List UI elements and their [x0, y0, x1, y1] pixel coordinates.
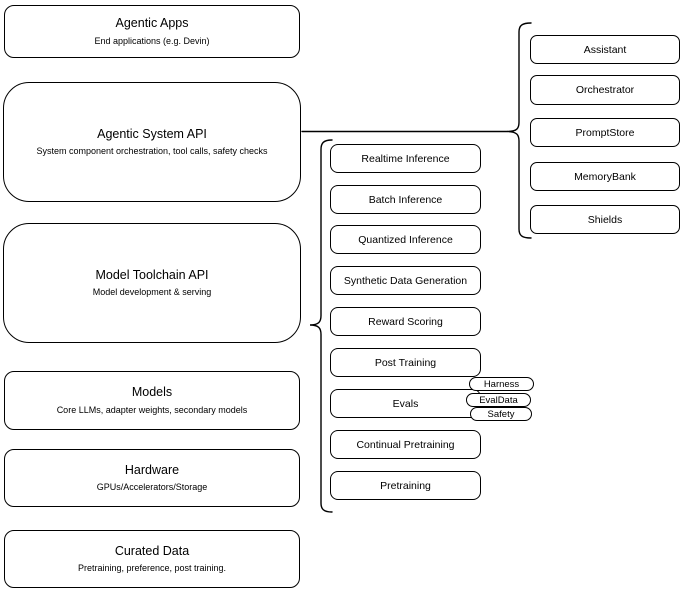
node-label: Assistant	[583, 43, 627, 56]
node-reward-scoring: Reward Scoring	[330, 307, 481, 336]
node-subtitle: System component orchestration, tool cal…	[36, 146, 268, 157]
node-batch-inference: Batch Inference	[330, 185, 481, 214]
node-label: Realtime Inference	[361, 152, 450, 165]
node-label: Orchestrator	[575, 84, 635, 96]
node-shields: Shields	[530, 205, 680, 234]
brace-system-components	[506, 22, 532, 239]
node-quantized-inference: Quantized Inference	[330, 225, 481, 254]
node-realtime-inference: Realtime Inference	[330, 144, 481, 173]
tag-label: Safety	[487, 408, 515, 420]
node-curated-data: Curated Data Pretraining, preference, po…	[4, 530, 300, 588]
node-label: Post Training	[374, 356, 437, 369]
node-continual-pretraining: Continual Pretraining	[330, 430, 481, 459]
node-title: Agentic Apps	[115, 16, 189, 31]
node-evals: Evals	[330, 389, 481, 418]
tag-evaldata: EvalData	[466, 393, 531, 407]
node-promptstore: PromptStore	[530, 118, 680, 147]
tag-label: Harness	[483, 378, 520, 390]
node-pretraining: Pretraining	[330, 471, 481, 500]
node-label: Synthetic Data Generation	[343, 274, 468, 287]
node-post-training: Post Training	[330, 348, 481, 377]
node-title: Model Toolchain API	[95, 267, 209, 282]
node-agentic-apps: Agentic Apps End applications (e.g. Devi…	[4, 5, 300, 58]
tag-harness: Harness	[469, 377, 534, 391]
node-label: Continual Pretraining	[356, 438, 455, 451]
node-subtitle: GPUs/Accelerators/Storage	[96, 482, 208, 493]
node-title: Curated Data	[114, 543, 190, 558]
node-subtitle: Pretraining, preference, post training.	[77, 563, 227, 574]
tag-safety: Safety	[470, 407, 532, 421]
node-label: Shields	[587, 213, 623, 226]
node-subtitle: End applications (e.g. Devin)	[94, 35, 210, 46]
node-memorybank: MemoryBank	[530, 162, 680, 191]
node-orchestrator: Orchestrator	[530, 75, 680, 105]
node-title: Models	[131, 385, 173, 400]
node-subtitle: Model development & serving	[92, 287, 212, 298]
node-title: Hardware	[124, 462, 180, 477]
node-models: Models Core LLMs, adapter weights, secon…	[4, 371, 300, 430]
node-title: Agentic System API	[97, 126, 207, 141]
node-synthetic-data-generation: Synthetic Data Generation	[330, 266, 481, 295]
node-hardware: Hardware GPUs/Accelerators/Storage	[4, 449, 300, 507]
node-label: Quantized Inference	[358, 233, 453, 246]
node-assistant: Assistant	[530, 35, 680, 64]
tag-label: EvalData	[479, 394, 518, 406]
node-label: Pretraining	[380, 479, 431, 492]
brace-toolchain-items	[309, 139, 333, 513]
node-label: Evals	[392, 397, 419, 410]
node-label: PromptStore	[575, 126, 635, 139]
node-agentic-system-api: Agentic System API System component orch…	[3, 82, 301, 202]
node-label: MemoryBank	[574, 170, 636, 183]
node-subtitle: Core LLMs, adapter weights, secondary mo…	[56, 404, 248, 415]
node-label: Reward Scoring	[368, 315, 443, 328]
node-label: Batch Inference	[368, 193, 443, 206]
node-model-toolchain-api: Model Toolchain API Model development & …	[3, 223, 301, 343]
